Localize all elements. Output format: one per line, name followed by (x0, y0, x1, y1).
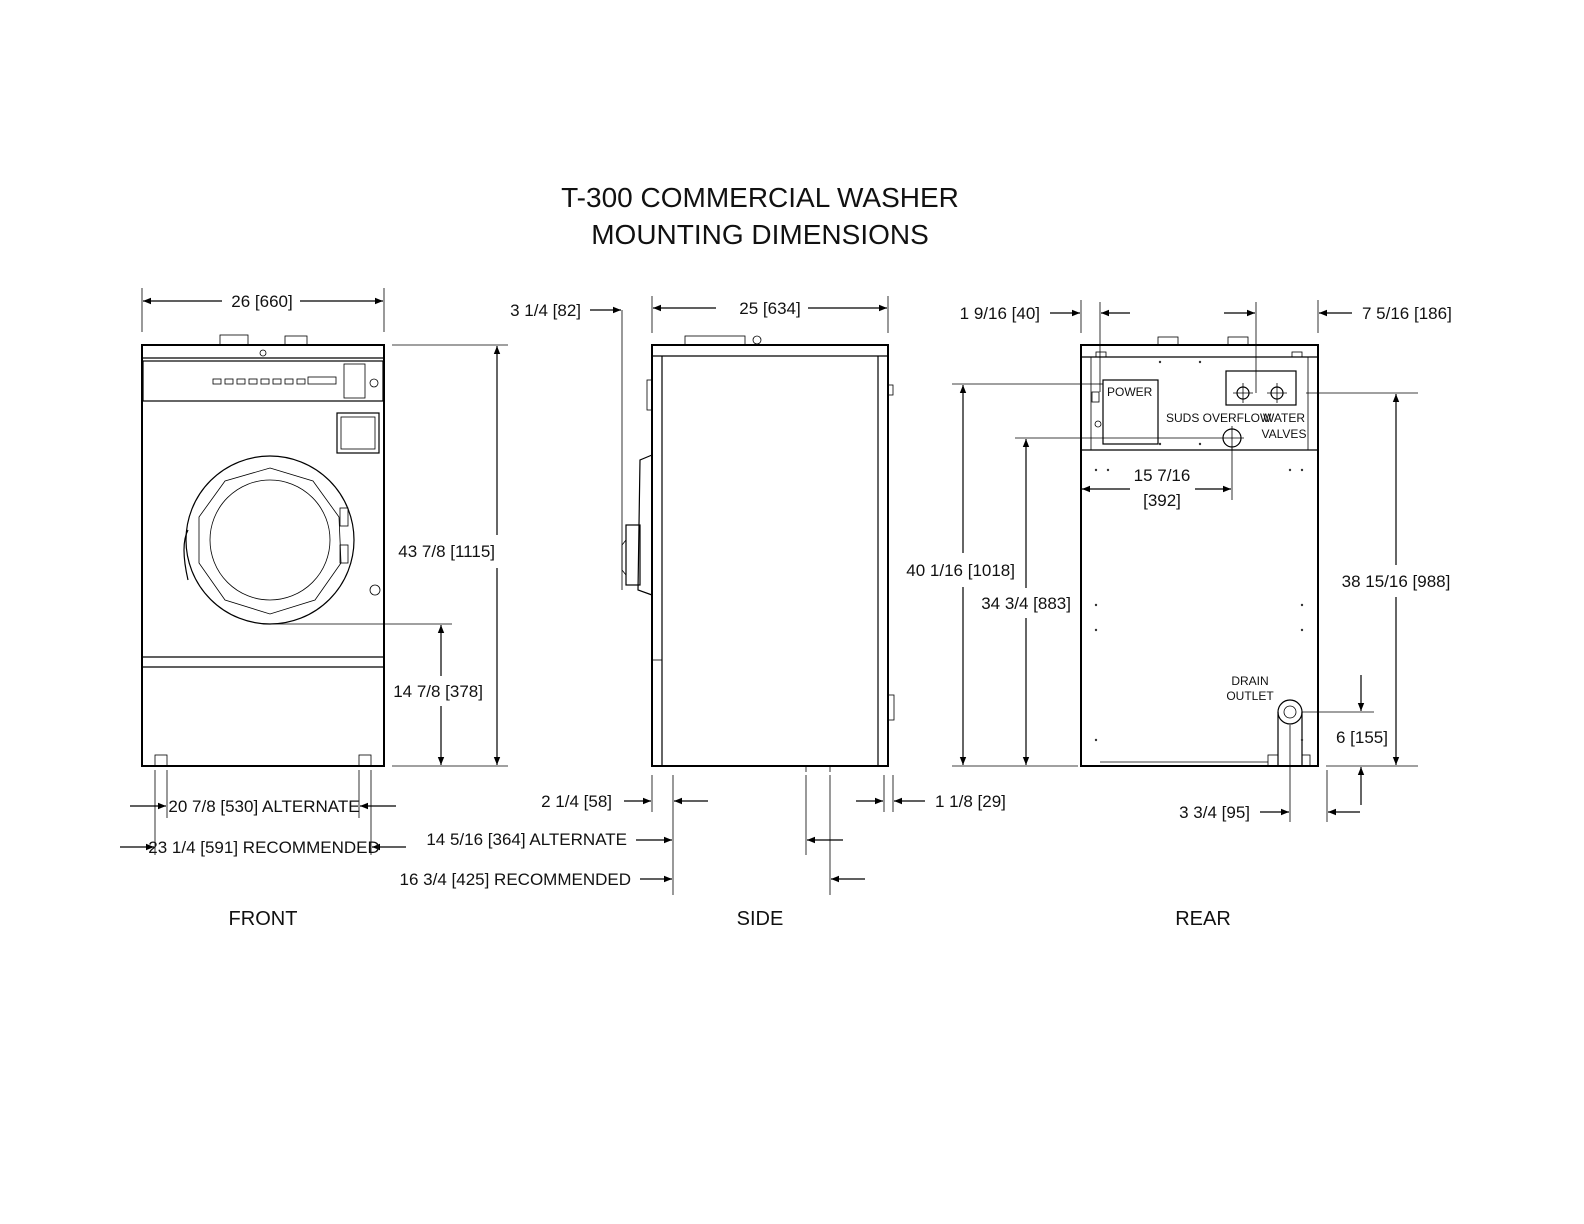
suds-overflow-label: SUDS OVERFLOW (1166, 411, 1272, 425)
side-alternate-label: 14 5/16 [364] ALTERNATE (426, 830, 627, 849)
side-depth-dimension: 25 [634] (651, 296, 889, 333)
rear-drain-offset-dimension: 3 3/4 [95] (1179, 725, 1360, 822)
front-height-label: 43 7/8 [1115] (398, 542, 495, 561)
side-handle-dimension: 3 1/4 [82] (510, 301, 623, 590)
front-width-label: 26 [660] (231, 292, 292, 311)
side-handle-label: 3 1/4 [82] (510, 301, 581, 320)
rear-left-offset-label: 1 9/16 [40] (960, 304, 1040, 323)
rear-view-label: REAR (1175, 908, 1231, 930)
title-line-2: MOUNTING DIMENSIONS (591, 219, 929, 250)
front-foot-dimensions: 20 7/8 [530] ALTERNATE 23 1/4 [591] RECO… (120, 770, 406, 857)
side-depth-label: 25 [634] (739, 299, 800, 318)
drain-label-1: DRAIN (1231, 674, 1268, 688)
side-rear-offset-label: 1 1/8 [29] (935, 792, 1006, 811)
rear-suds-height-dimension: 34 3/4 [883] (981, 437, 1220, 765)
control-buttons (212, 376, 337, 385)
rear-top-dimensions: 1 9/16 [40] 7 5/16 [186] (960, 300, 1452, 393)
rear-water-height-dimension: 38 15/16 [988] (1306, 392, 1451, 767)
rear-suds-horizontal-label-2: [392] (1143, 491, 1181, 510)
water-valves-block (1225, 370, 1297, 406)
rear-drain-offset-label: 3 3/4 [95] (1179, 803, 1250, 822)
side-foot-dimensions: 2 1/4 [58] 1 1/8 [29] 14 5/16 [364] ALTE… (400, 775, 1006, 895)
rear-panel-rivets (1094, 360, 1304, 742)
title-line-1: T-300 COMMERCIAL WASHER (561, 182, 959, 213)
side-view-washer (621, 335, 895, 772)
side-door-handle (625, 524, 641, 586)
side-front-offset-label: 2 1/4 [58] (541, 792, 612, 811)
rear-power-height-dimension: 40 1/16 [1018] (906, 383, 1092, 767)
drain-label-2: OUTLET (1226, 689, 1274, 703)
coin-box (336, 412, 380, 454)
front-alternate-label: 20 7/8 [530] ALTERNATE (168, 797, 359, 816)
front-width-dimension: 26 [660] (141, 288, 385, 332)
rear-power-height-label: 40 1/16 [1018] (906, 561, 1015, 580)
water-valves-label-2: VALVES (1262, 427, 1307, 441)
rear-water-height-label: 38 15/16 [988] (1342, 572, 1451, 591)
power-box (1102, 379, 1159, 445)
front-door (183, 455, 355, 625)
front-recommended-label: 23 1/4 [591] RECOMMENDED (148, 838, 379, 857)
rear-view-washer: POWER SUDS OVERFLOW WATER VALVES DRAIN O… (1080, 336, 1319, 767)
front-height-dimension: 43 7/8 [1115] (392, 344, 508, 767)
front-view-label: FRONT (229, 908, 298, 930)
side-recommended-label: 16 3/4 [425] RECOMMENDED (400, 870, 631, 889)
rear-drain-height-label: 6 [155] (1336, 728, 1388, 747)
side-view-label: SIDE (737, 908, 784, 930)
front-view-washer (141, 334, 385, 767)
front-door-height-label: 14 7/8 [378] (393, 682, 483, 701)
rear-right-offset-label: 7 5/16 [186] (1362, 304, 1452, 323)
rear-suds-horizontal-label-1: 15 7/16 (1134, 466, 1191, 485)
drain-outlet (1277, 699, 1303, 725)
water-valves-label-1: WATER (1263, 411, 1305, 425)
front-door-height-dimension: 14 7/8 [378] (270, 623, 483, 765)
rear-suds-horizontal-dimension: 15 7/16 [392] (1082, 448, 1233, 510)
rear-suds-height-label: 34 3/4 [883] (981, 594, 1071, 613)
rear-drain-height-dimension: 6 [155] (1302, 675, 1388, 805)
power-label: POWER (1107, 385, 1153, 399)
